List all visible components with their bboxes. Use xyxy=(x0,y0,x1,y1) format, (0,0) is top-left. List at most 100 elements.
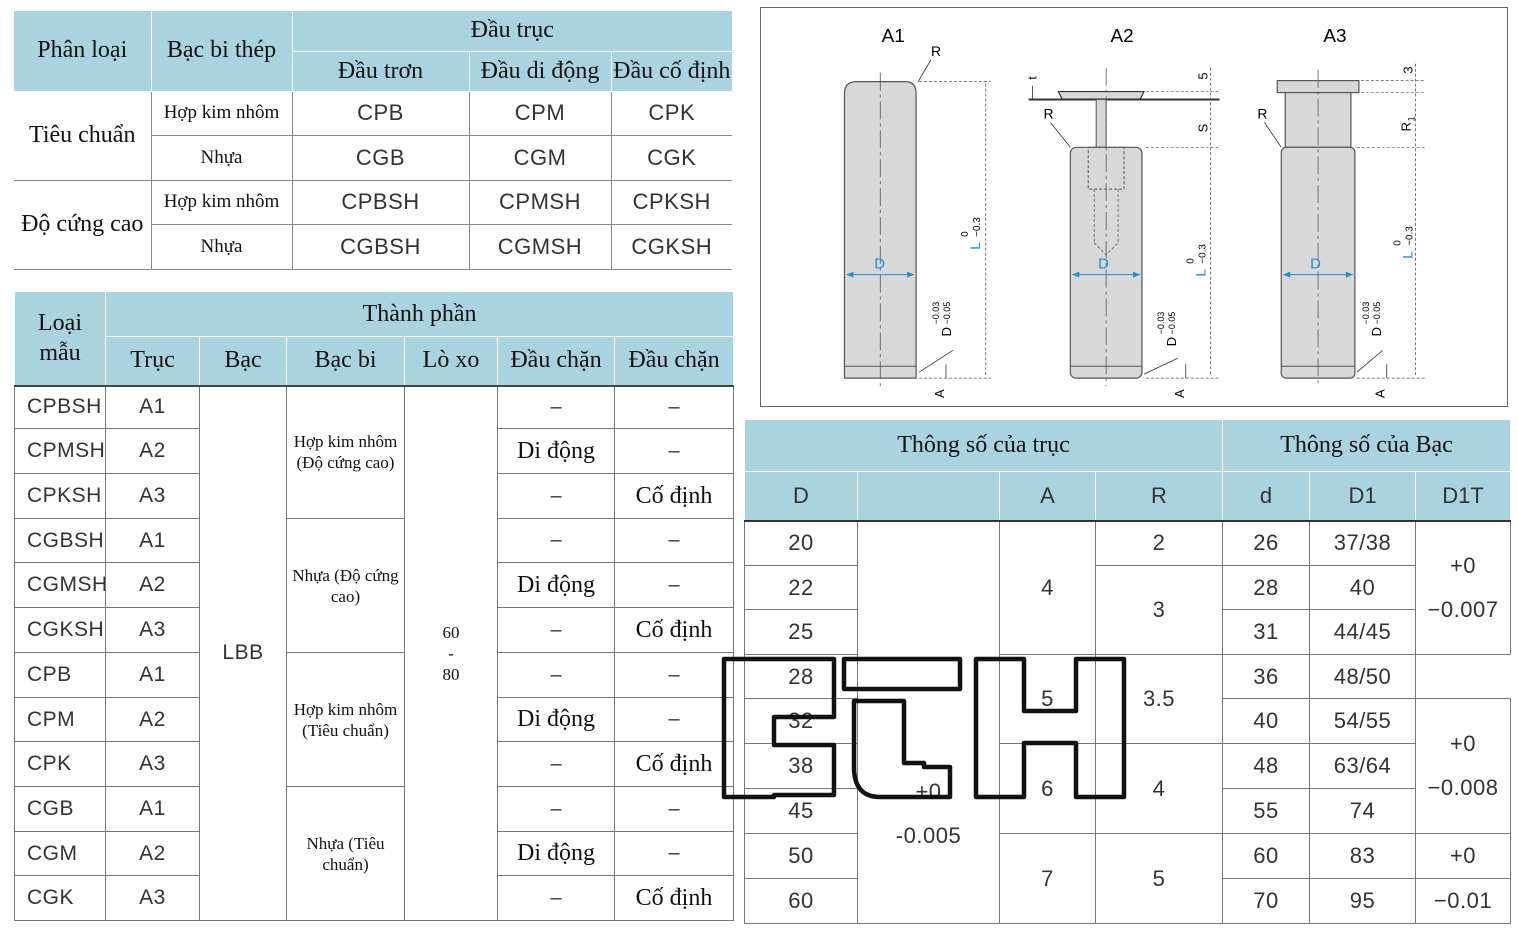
d-cell: 32 xyxy=(744,698,858,744)
code-cell: CPKSH xyxy=(611,180,733,225)
dim-d-tol-lower: −0.05 xyxy=(942,302,952,325)
d-cell: 28 xyxy=(744,654,858,699)
d1t-cell: +0 −0.007 xyxy=(1415,520,1511,655)
header-bac-bi: Bạc bi xyxy=(286,336,405,387)
bacbi-cell: Hợp kim nhôm (Tiêu chuẩn) xyxy=(286,652,405,787)
dim-t-a2: t xyxy=(1025,76,1039,80)
dau-chan-2-cell: – xyxy=(613,697,735,742)
d1-cell: 63/64 xyxy=(1309,743,1416,789)
d-cell: 20 xyxy=(744,520,858,566)
dim-l-tol-lower: −0.3 xyxy=(1198,244,1209,264)
dim-d-tol-lower: −0.05 xyxy=(1372,302,1382,325)
r-cell: 2 xyxy=(1095,520,1223,566)
shaft-a3 xyxy=(1280,146,1356,379)
dau-chan-2-cell: – xyxy=(613,652,735,698)
subheader-small-d: d xyxy=(1222,471,1310,522)
dau-chan-1-cell: – xyxy=(497,607,615,653)
truc-cell: A3 xyxy=(105,875,200,921)
component-table: Loại mẫu Thành phần Trục Bạc Bạc bi Lò x… xyxy=(14,291,735,921)
header-thong-so-truc: Thông số của trục xyxy=(744,419,1223,472)
dim-d-tol-lower: −0.05 xyxy=(1167,312,1177,335)
dau-chan-2-cell: – xyxy=(613,518,735,563)
dau-chan-1-cell: Di động xyxy=(497,697,615,742)
model-cell: CPB xyxy=(14,652,106,698)
dim-l-a1: L xyxy=(967,242,983,250)
dau-chan-2-cell: – xyxy=(613,831,735,876)
bacbi-cell: Nhựa (Độ cứng cao) xyxy=(286,518,405,653)
d1-cell: 48/50 xyxy=(1309,654,1416,699)
header-dau-chan-1: Đầu chặn xyxy=(497,336,615,387)
r-cell: 4 xyxy=(1095,743,1223,834)
dim-5-a2: 5 xyxy=(1196,72,1211,79)
small-d-cell: 36 xyxy=(1222,654,1310,699)
dim-r1-a3: R xyxy=(1399,122,1414,131)
material-cell: Nhựa xyxy=(151,224,293,270)
dau-chan-2-cell: Cố định xyxy=(613,741,735,787)
header-dau-co-dinh: Đầu cố định xyxy=(611,51,733,92)
small-d-cell: 60 xyxy=(1222,833,1310,879)
subheader-d1t: D1T xyxy=(1415,471,1511,522)
d-cell: 22 xyxy=(744,565,858,610)
header-thong-so-bac: Thông số của Bạc xyxy=(1222,419,1511,472)
code-cell: CPMSH xyxy=(469,180,612,225)
a-cell: 4 xyxy=(999,520,1096,655)
d1-cell: 83 xyxy=(1309,833,1416,879)
stopper-a2 xyxy=(1057,90,1145,101)
subheader-d1: D1 xyxy=(1309,471,1416,522)
d1-cell: 37/38 xyxy=(1309,520,1416,566)
d1-cell: 54/55 xyxy=(1309,698,1416,744)
code-cell: CGK xyxy=(611,135,733,181)
bac-cell: LBB xyxy=(199,385,287,921)
dim-d-tol-a2: D xyxy=(1164,337,1179,346)
dau-chan-1-cell: – xyxy=(497,741,615,787)
dau-chan-1-cell: – xyxy=(497,652,615,698)
code-cell: CGBSH xyxy=(292,224,470,270)
header-loai-mau: Loại mẫu xyxy=(14,291,106,387)
r-cell: 5 xyxy=(1095,833,1223,924)
header-dau-chan-2: Đầu chặn xyxy=(613,336,735,387)
truc-cell: A1 xyxy=(105,385,200,429)
shaft-drawing-svg: A1 D R L 0 −0.3 D −0.03 −0.05 A A2 xyxy=(843,26,1425,398)
header-bac-bi-thep: Bạc bi thép xyxy=(151,11,293,92)
header-lo-xo: Lò xo xyxy=(404,336,498,387)
d-cell: 38 xyxy=(744,743,858,789)
classification-table: Phân loại Bạc bi thép Đầu trục Đầu trơn … xyxy=(14,11,733,270)
dau-chan-1-cell: – xyxy=(497,473,615,519)
dau-chan-2-cell: – xyxy=(613,385,735,429)
model-cell: CPBSH xyxy=(14,385,106,429)
d-cell: 45 xyxy=(744,788,858,834)
dau-chan-1-cell: – xyxy=(497,786,615,832)
code-cell: CPB xyxy=(292,91,470,136)
material-cell: Nhựa xyxy=(151,135,293,181)
dau-chan-2-cell: Cố định xyxy=(613,875,735,921)
header-bac: Bạc xyxy=(199,336,287,387)
bacbi-cell: Hợp kim nhôm (Độ cứng cao) xyxy=(286,385,405,519)
truc-cell: A1 xyxy=(105,518,200,563)
dim-d-a1: D xyxy=(874,256,885,273)
a-cell: 5 xyxy=(999,654,1096,744)
code-cell: CPBSH xyxy=(292,180,470,225)
dim-a-a2: A xyxy=(1172,389,1187,398)
subheader-d: D xyxy=(744,471,858,522)
truc-cell: A3 xyxy=(105,473,200,519)
d1t-cell: +0 −0.008 xyxy=(1415,698,1511,834)
subheader-r: R xyxy=(1095,471,1223,522)
dim-d-tol-a3: D xyxy=(1369,327,1384,336)
truc-cell: A2 xyxy=(105,697,200,742)
dim-d-tol-upper: −0.03 xyxy=(1361,302,1371,325)
group-label: Độ cứng cao xyxy=(14,180,152,270)
d1t-cell: +0 xyxy=(1415,833,1511,879)
dim-l-tol-lower: −0.3 xyxy=(972,217,983,237)
header-dau-tron: Đầu trơn xyxy=(292,51,470,92)
code-cell: CPM xyxy=(469,91,612,136)
